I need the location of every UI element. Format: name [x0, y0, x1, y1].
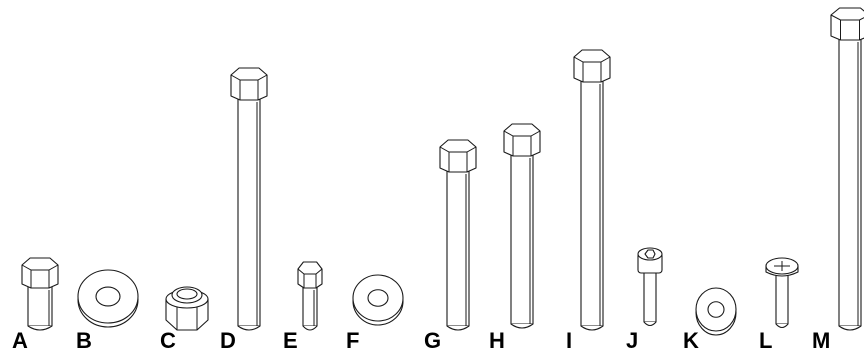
part-label-e: E [283, 328, 298, 353]
part-j-socket-cap-screw [637, 247, 663, 327]
part-m-hex-bolt [830, 7, 864, 331]
part-label-g: G [424, 328, 441, 353]
part-k-washer [695, 287, 737, 336]
part-i-hex-bolt [573, 49, 611, 331]
part-label-a: A [12, 328, 28, 353]
part-h-hex-bolt [503, 123, 541, 329]
part-label-m: M [812, 328, 830, 353]
part-label-l: L [759, 328, 772, 353]
part-a-hex-bolt [21, 257, 59, 331]
part-d-hex-bolt [230, 67, 268, 331]
part-c-lock-nut [165, 286, 209, 331]
part-e-hex-bolt [297, 261, 323, 331]
part-label-b: B [76, 328, 92, 353]
part-label-h: H [489, 328, 505, 353]
part-label-i: I [566, 328, 572, 353]
part-g-hex-bolt [439, 139, 477, 331]
part-label-f: F [346, 328, 359, 353]
part-f-washer [352, 274, 404, 326]
part-l-phillips-pan-head-screw [765, 257, 799, 329]
part-label-d: D [220, 328, 236, 353]
part-label-k: K [683, 328, 699, 353]
part-label-c: C [160, 328, 176, 353]
part-label-j: J [626, 328, 638, 353]
part-b-washer [77, 269, 139, 328]
